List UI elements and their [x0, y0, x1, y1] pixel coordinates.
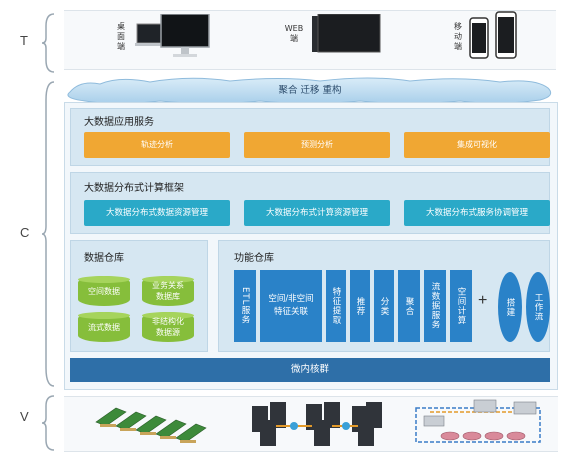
feature-extraction-box: 特征提取 — [326, 270, 346, 342]
build-label: 搭建 — [505, 297, 515, 317]
stream-data-service-label: 流数据服务 — [430, 282, 440, 330]
server-racks-icon — [252, 402, 382, 446]
classification-label: 分类 — [379, 296, 389, 316]
service-coordination-management: 大数据分布式服务协调管理 — [404, 200, 550, 226]
app-services-title: 大数据应用服务 — [84, 117, 154, 128]
workflow-ellipse: 工作流 — [526, 272, 550, 342]
spatial-data-cylinder: 空间数据 — [78, 276, 130, 306]
spatial-computing-label: 空间计算 — [456, 287, 466, 325]
aggregation-label: 聚合 — [404, 296, 414, 316]
spatial-feature-label-1: 空间/非空间 — [268, 294, 314, 304]
desktop-label: 桌 面 端 — [115, 22, 127, 52]
server-boards-icon — [95, 407, 207, 443]
desktop-label-1: 桌 — [117, 22, 125, 31]
function-warehouse-title: 功能仓库 — [234, 253, 274, 264]
spatial-computing-box: 空间计算 — [450, 270, 472, 342]
mobile-label-1: 移 — [454, 22, 462, 31]
spatial-data-label: 空间数据 — [88, 286, 120, 296]
mobile-label-3: 端 — [454, 42, 462, 51]
mobile-phones-icon — [469, 11, 517, 59]
build-ellipse: 搭建 — [498, 272, 522, 342]
stream-data-label: 流式数据 — [88, 322, 120, 332]
desktop-label-2: 面 — [117, 32, 125, 41]
service-integrated-visualization: 集成可视化 — [404, 132, 550, 158]
microkernel-bar: 微内核群 — [70, 358, 550, 382]
workflow-label: 工作流 — [533, 292, 543, 322]
compute-framework-title: 大数据分布式计算框架 — [84, 183, 184, 194]
business-db-cylinder: 业务关系 数据库 — [142, 276, 194, 306]
spatial-feature-box: 空间/非空间 特征关联 — [260, 270, 322, 342]
aggregation-box: 聚合 — [398, 270, 420, 342]
unstructured-data-cylinder: 非结构化 数据源 — [142, 312, 194, 342]
business-db-label-2: 数据库 — [156, 292, 180, 301]
data-warehouse-title: 数据仓库 — [84, 253, 124, 264]
web-monitor-icon — [312, 14, 381, 53]
storage-cluster-icon — [415, 399, 541, 443]
desktop-laptop-icon — [135, 14, 210, 57]
brace-t — [41, 13, 55, 73]
desktop-label-3: 端 — [117, 42, 125, 51]
mobile-label-2: 动 — [454, 32, 462, 41]
feature-extraction-label: 特征提取 — [331, 287, 341, 325]
unstructured-data-label-2: 数据源 — [156, 328, 180, 337]
web-label: WEB 端 — [282, 24, 306, 44]
web-label-1: WEB — [284, 24, 304, 33]
compute-resource-management: 大数据分布式计算资源管理 — [244, 200, 390, 226]
stream-data-cylinder: 流式数据 — [78, 312, 130, 342]
brace-v — [41, 395, 55, 451]
plus-sign: + — [478, 292, 488, 309]
brace-c — [41, 81, 55, 387]
service-trajectory-analysis: 轨迹分析 — [84, 132, 230, 158]
cloud-label: 聚合 迁移 重构 — [278, 85, 342, 96]
web-label-2: 端 — [290, 34, 298, 43]
etl-service-box: ETL服务 — [234, 270, 256, 342]
recommendation-label: 推荐 — [355, 296, 365, 316]
stream-data-service-box: 流数据服务 — [424, 270, 446, 342]
unstructured-data-label-1: 非结构化 — [152, 317, 184, 326]
recommendation-box: 推荐 — [350, 270, 370, 342]
spatial-feature-label-2: 特征关联 — [273, 307, 308, 317]
etl-service-label: ETL服务 — [240, 287, 250, 325]
business-db-label-1: 业务关系 — [152, 281, 184, 290]
service-prediction-analysis: 预测分析 — [244, 132, 390, 158]
layer-v-label: V — [20, 409, 29, 424]
layer-t-label: T — [20, 33, 28, 48]
data-resource-management: 大数据分布式数据资源管理 — [84, 200, 230, 226]
mobile-label: 移 动 端 — [452, 22, 464, 52]
layer-c-label: C — [20, 225, 30, 240]
classification-box: 分类 — [374, 270, 394, 342]
